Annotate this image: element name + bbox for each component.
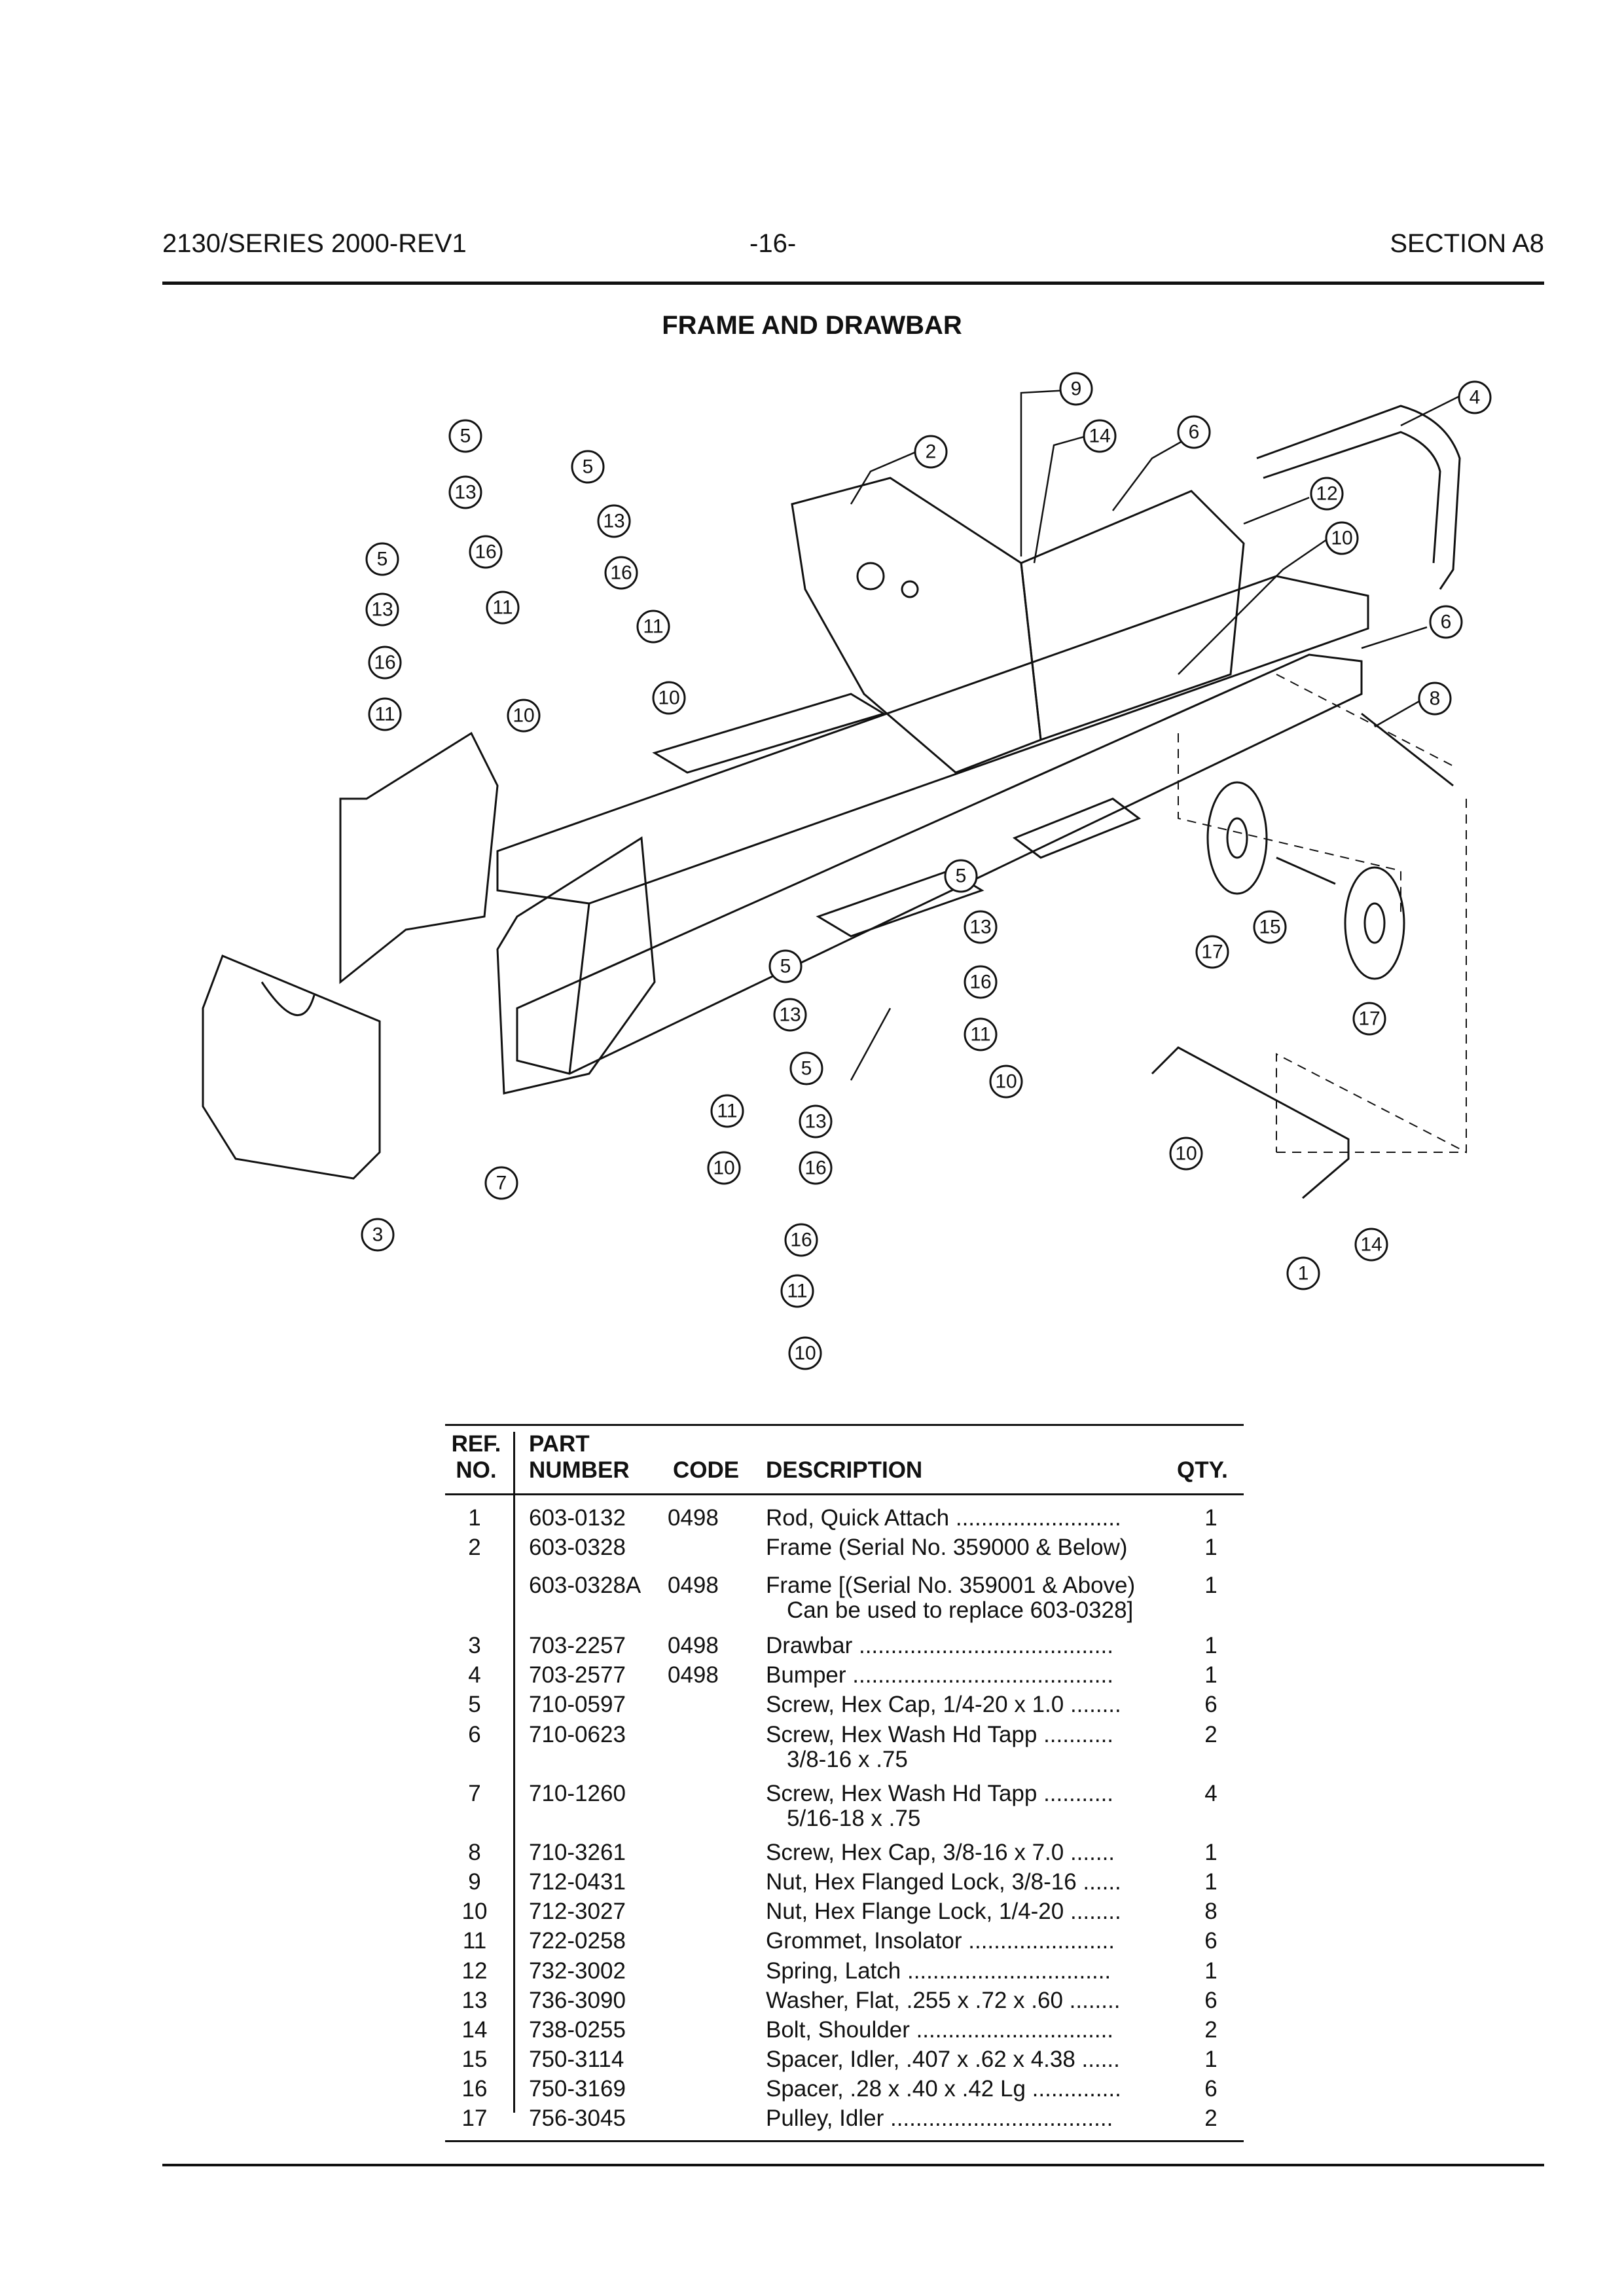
header-code: CODE [673,1457,740,1483]
callout-11: 11 [717,1101,737,1122]
callout-13: 13 [779,1004,801,1026]
callout-7: 7 [496,1173,507,1194]
footer-rule [162,2164,1544,2166]
callout-16: 16 [969,972,991,993]
callout-2: 2 [926,441,937,463]
page-title: FRAME AND DRAWBAR [662,311,962,340]
callout-16: 16 [475,541,496,563]
callout-9: 9 [1071,378,1082,400]
callout-5: 5 [956,866,967,887]
callout-10: 10 [995,1071,1017,1093]
callout-10: 10 [713,1157,734,1179]
callout-4: 4 [1470,387,1481,409]
callout-10: 10 [513,705,534,727]
callout-11: 11 [643,616,663,638]
diagram-drawing [202,405,1467,1199]
callout-11: 11 [970,1024,990,1046]
callout-10: 10 [794,1343,816,1364]
callout-16: 16 [374,652,395,674]
callout-5: 5 [801,1058,812,1080]
callout-17: 17 [1358,1008,1380,1030]
header-page-number: -16- [749,229,797,258]
callout-16: 16 [790,1230,812,1251]
callout-10: 10 [658,687,679,709]
callout-17: 17 [1201,941,1223,963]
callout-10: 10 [1175,1143,1197,1165]
header-ref-line2: NO. [456,1457,497,1483]
callout-11: 11 [492,597,513,619]
callout-6: 6 [1189,422,1200,443]
table-bottom-rule [445,2140,1244,2142]
callout-11: 11 [787,1281,807,1302]
header-part-line2: NUMBER [529,1457,630,1483]
callout-10: 10 [1331,528,1352,549]
table-top-rule [445,1424,1244,1426]
header-model: 2130/SERIES 2000-REV1 [162,229,467,258]
callout-13: 13 [371,599,393,621]
callout-14: 14 [1089,426,1110,447]
callout-11: 11 [374,704,395,725]
callout-16: 16 [804,1157,826,1179]
callout-15: 15 [1259,917,1280,938]
callout-5: 5 [377,549,388,570]
header-rule [162,282,1544,285]
header-part-line1: PART [529,1431,590,1457]
callout-13: 13 [603,511,624,532]
callout-1: 1 [1298,1263,1309,1285]
callout-13: 13 [804,1111,826,1133]
table-header-rule [445,1493,1244,1495]
callout-13: 13 [454,482,476,503]
callout-14: 14 [1360,1234,1382,1256]
header-qty: QTY. [1177,1457,1228,1483]
callout-3: 3 [372,1224,384,1246]
callout-13: 13 [969,917,991,938]
header-section: SECTION A8 [1390,229,1544,258]
header-description: DESCRIPTION [766,1457,923,1483]
callout-bubbles: 5 13 16 11 5 13 16 11 10 5 13 16 11 10 2… [361,372,1492,1370]
callout-5: 5 [460,426,471,447]
callout-16: 16 [610,562,632,584]
callout-6: 6 [1441,611,1452,633]
callout-leaders [850,388,1460,1081]
header-ref-line1: REF. [451,1431,501,1457]
callout-5: 5 [780,956,791,977]
table-column-divider [513,1432,515,2113]
table-header: REF. NO. PART NUMBER CODE DESCRIPTION QT… [445,1432,1244,1491]
callout-12: 12 [1316,483,1337,505]
callout-5: 5 [583,456,594,478]
callout-8: 8 [1430,688,1441,710]
